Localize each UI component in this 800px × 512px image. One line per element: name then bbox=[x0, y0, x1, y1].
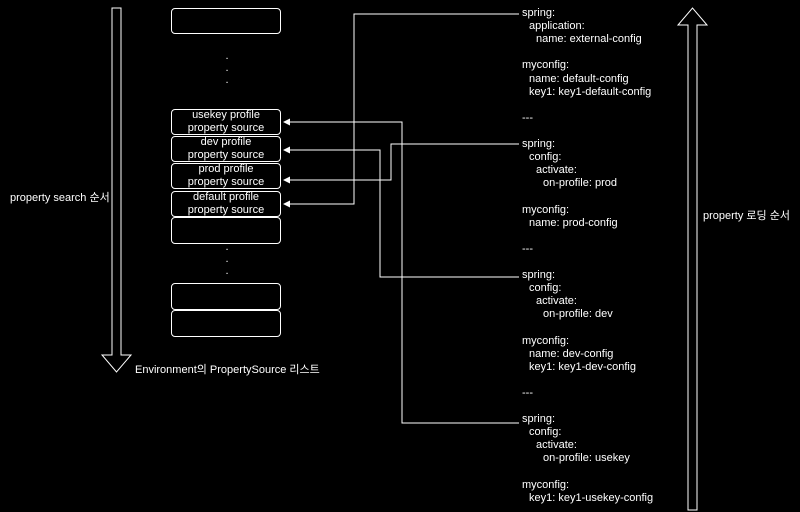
property-source-line2: property source bbox=[187, 122, 265, 134]
yaml-line: myconfig: bbox=[522, 203, 570, 216]
property-source-line2: property source bbox=[187, 204, 265, 216]
loading-order-arrow bbox=[676, 7, 709, 511]
yaml-line: myconfig: bbox=[522, 59, 570, 72]
yaml-line: on-profile: usekey bbox=[543, 452, 630, 465]
empty-property-source-box bbox=[171, 8, 281, 34]
yaml-line: spring: bbox=[522, 269, 556, 281]
property-source-line1: prod profile bbox=[198, 163, 254, 175]
search-order-arrow bbox=[100, 7, 133, 373]
yaml-line: application: bbox=[529, 20, 585, 33]
yaml-line: activate: bbox=[536, 295, 577, 308]
property-source-line1: usekey profile bbox=[192, 109, 260, 121]
yaml-line: myconfig: bbox=[522, 334, 570, 347]
search-order-label: property search 순서 bbox=[10, 192, 110, 204]
yaml-line: --- bbox=[522, 111, 533, 124]
connector-usekey bbox=[283, 118, 519, 424]
property-source-line2: property source bbox=[187, 176, 265, 188]
yaml-line: activate: bbox=[536, 439, 577, 452]
property-source-dev: dev profile property source bbox=[171, 136, 281, 162]
yaml-line: spring: bbox=[522, 138, 556, 150]
yaml-line: on-profile: dev bbox=[543, 308, 613, 321]
ellipsis-dots: ... bbox=[225, 241, 229, 277]
empty-property-source-box bbox=[171, 217, 281, 244]
yaml-line: myconfig: bbox=[522, 478, 570, 491]
yaml-line: name: default-config bbox=[529, 72, 629, 85]
yaml-line: name: dev-config bbox=[529, 347, 614, 360]
yaml-line: key1: key1-usekey-config bbox=[529, 491, 654, 504]
yaml-line: config: bbox=[529, 151, 562, 164]
property-source-default: default profile property source bbox=[171, 191, 281, 217]
yaml-line: on-profile: prod bbox=[543, 177, 617, 190]
property-source-usekey: usekey profile property source bbox=[171, 109, 281, 135]
connector-prod bbox=[283, 143, 519, 184]
yaml-line: activate: bbox=[536, 164, 577, 177]
empty-property-source-box bbox=[171, 283, 281, 310]
property-source-line2: property source bbox=[187, 149, 265, 161]
yaml-line: --- bbox=[522, 242, 533, 255]
connector-default bbox=[283, 13, 519, 208]
yaml-line: name: prod-config bbox=[529, 216, 618, 229]
property-source-line1: dev profile bbox=[200, 136, 252, 148]
property-source-prod: prod profile property source bbox=[171, 163, 281, 189]
yaml-line: config: bbox=[529, 282, 562, 295]
yaml-line: spring: bbox=[522, 413, 556, 426]
property-source-line1: default profile bbox=[192, 191, 260, 203]
yaml-line: key1: key1-dev-config bbox=[529, 360, 636, 373]
connector-dev bbox=[283, 146, 519, 278]
yaml-line: key1: key1-default-config bbox=[529, 85, 652, 98]
yaml-line: name: external-config bbox=[536, 33, 642, 46]
yaml-line: spring: bbox=[522, 7, 556, 19]
yaml-line: config: bbox=[529, 426, 562, 439]
empty-property-source-box bbox=[171, 310, 281, 337]
property-source-list-caption: Environment의 PropertySource 리스트 bbox=[135, 364, 320, 376]
ellipsis-dots: ... bbox=[225, 50, 229, 86]
loading-order-label: property 로딩 순서 bbox=[703, 210, 790, 222]
yaml-line: --- bbox=[522, 386, 533, 399]
